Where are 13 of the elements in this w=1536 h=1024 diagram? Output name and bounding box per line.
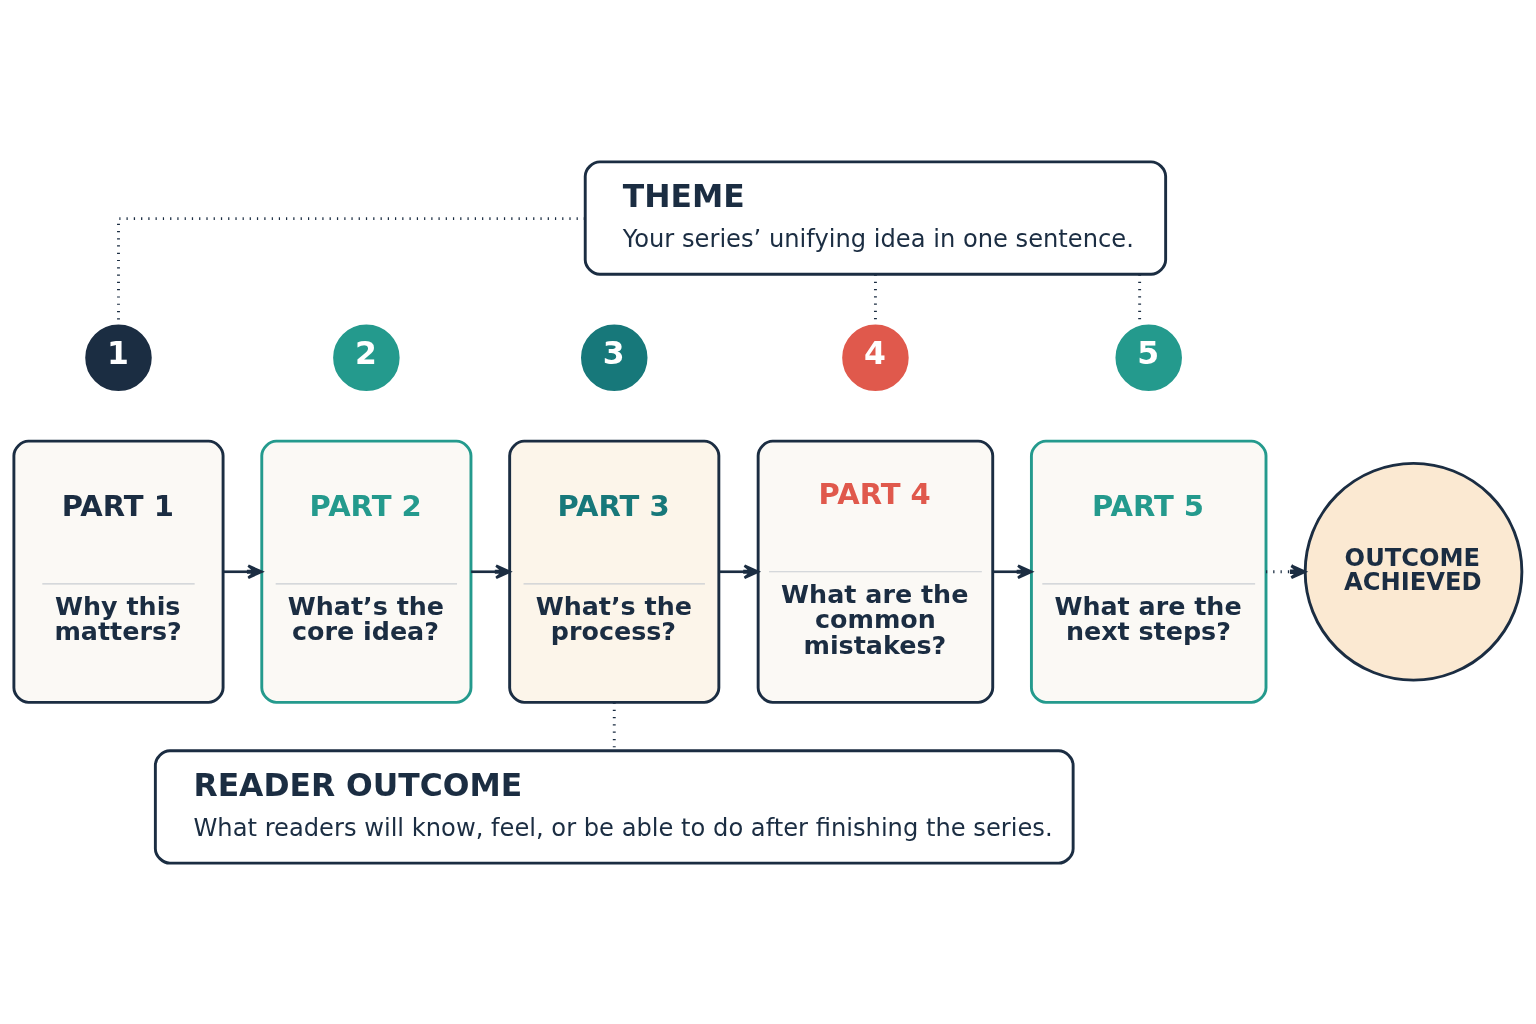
arrow bbox=[719, 563, 760, 579]
node-box: READER OUTCOME What readers will know, feel, or be able to do after finishing the series. bbox=[153, 748, 1075, 865]
node-box: PART 4 What are the common mistakes? bbox=[756, 439, 995, 704]
arrow bbox=[471, 563, 511, 579]
node-box: PART 2 What’s the core idea? bbox=[260, 439, 473, 704]
node-box: PART 3 What’s the process? bbox=[508, 439, 721, 704]
node-circle: OUTCOME ACHIEVED bbox=[1303, 461, 1524, 682]
arrow bbox=[223, 563, 263, 579]
node-box: PART 5 What are the next steps? bbox=[1029, 439, 1268, 704]
arrow bbox=[1266, 563, 1307, 579]
arrow bbox=[992, 563, 1033, 579]
node-box: THEME Your series’ unifying idea in one sentence. bbox=[583, 159, 1168, 276]
node-box: PART 1 Why this matters? bbox=[12, 439, 225, 704]
